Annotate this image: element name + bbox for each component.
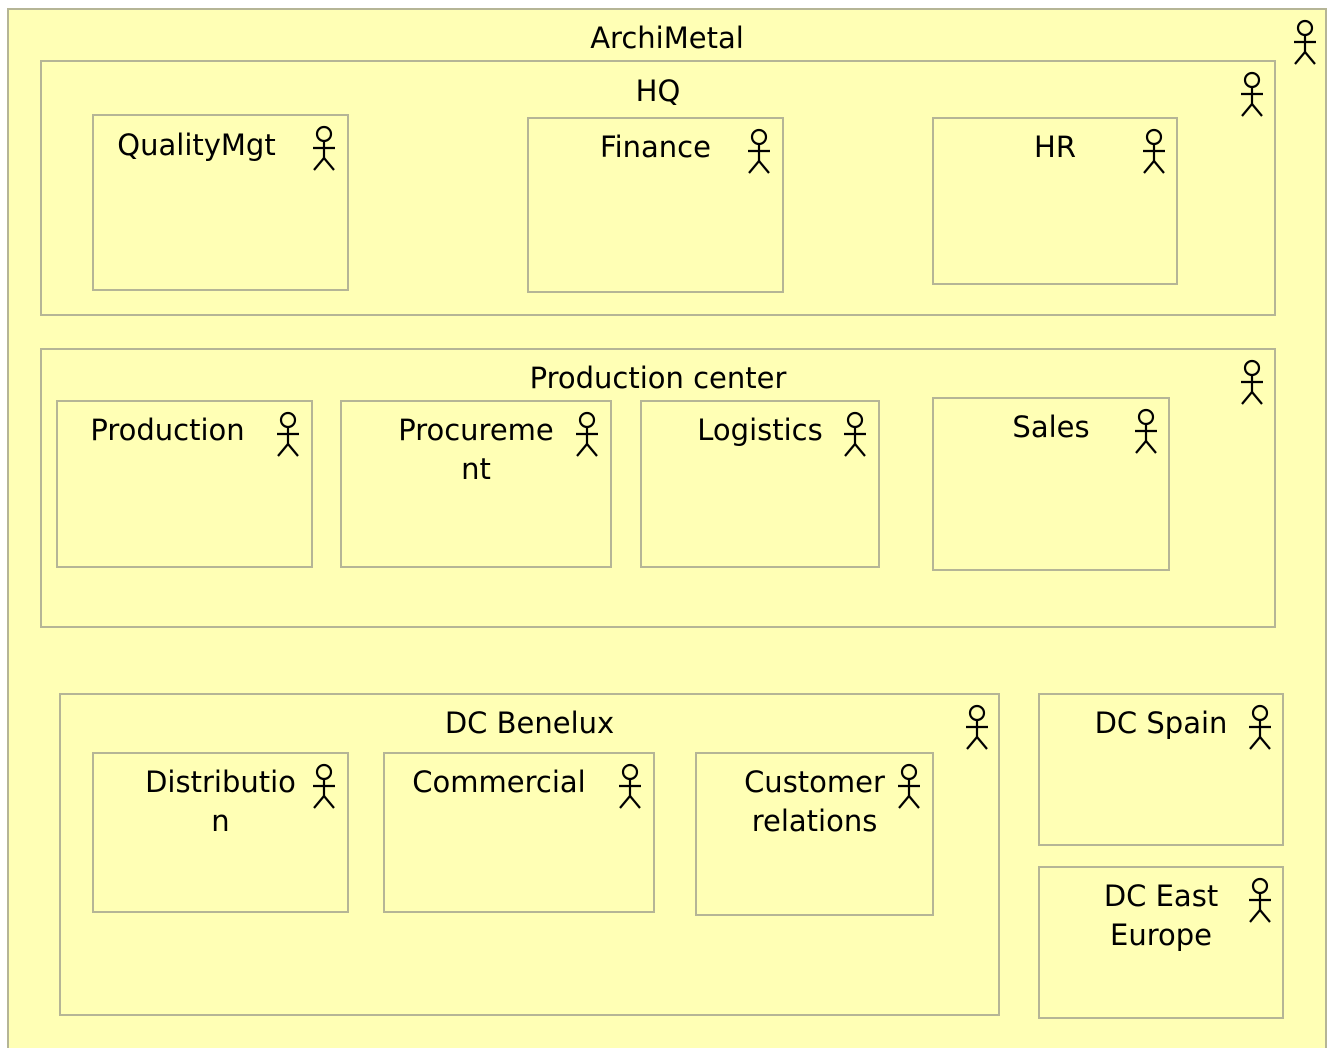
finance-label: Finance: [600, 130, 711, 164]
actor-icon: [1140, 127, 1168, 175]
actor-icon: [963, 703, 991, 751]
dc-spain-label: DC Spain: [1094, 706, 1228, 740]
actor-icon: [1132, 407, 1160, 455]
actor-icon: [895, 762, 923, 810]
dc-east-europe-node[interactable]: DC East Europe: [1038, 866, 1284, 1019]
actor-icon: [1238, 70, 1266, 118]
logistics-node[interactable]: Logistics: [640, 400, 880, 568]
hq-label: HQ: [635, 74, 681, 108]
logistics-label: Logistics: [697, 413, 823, 447]
sales-node[interactable]: Sales: [932, 397, 1170, 571]
actor-icon: [1291, 18, 1319, 66]
procurement-node[interactable]: Procureme nt: [340, 400, 612, 568]
actor-icon: [616, 762, 644, 810]
actor-icon: [573, 410, 601, 458]
dc-east-europe-label: DC East Europe: [1103, 879, 1219, 952]
actor-icon: [274, 410, 302, 458]
hr-node[interactable]: HR: [932, 117, 1178, 285]
finance-node[interactable]: Finance: [527, 117, 784, 293]
quality-mgt-label: QualityMgt: [117, 128, 276, 162]
production-label: Production: [90, 413, 245, 447]
production-center-label: Production center: [529, 361, 787, 395]
customer-relations-label: Customer relations: [744, 765, 885, 838]
distribution-label: Distributio n: [145, 765, 296, 838]
actor-icon: [310, 762, 338, 810]
actor-icon: [745, 127, 773, 175]
sales-label: Sales: [1012, 410, 1090, 444]
procurement-label: Procureme nt: [398, 413, 554, 486]
archimetal-label: ArchiMetal: [590, 21, 744, 55]
production-node[interactable]: Production: [56, 400, 313, 568]
customer-relations-node[interactable]: Customer relations: [695, 752, 934, 916]
actor-icon: [1246, 876, 1274, 924]
actor-icon: [1246, 703, 1274, 751]
commercial-node[interactable]: Commercial: [383, 752, 655, 913]
dc-spain-node[interactable]: DC Spain: [1038, 693, 1284, 846]
actor-icon: [1238, 358, 1266, 406]
quality-mgt-node[interactable]: QualityMgt: [92, 114, 349, 291]
actor-icon: [841, 410, 869, 458]
commercial-label: Commercial: [412, 765, 586, 799]
distribution-node[interactable]: Distributio n: [92, 752, 349, 913]
hr-label: HR: [1034, 130, 1076, 164]
actor-icon: [310, 124, 338, 172]
dc-benelux-label: DC Benelux: [444, 706, 615, 740]
